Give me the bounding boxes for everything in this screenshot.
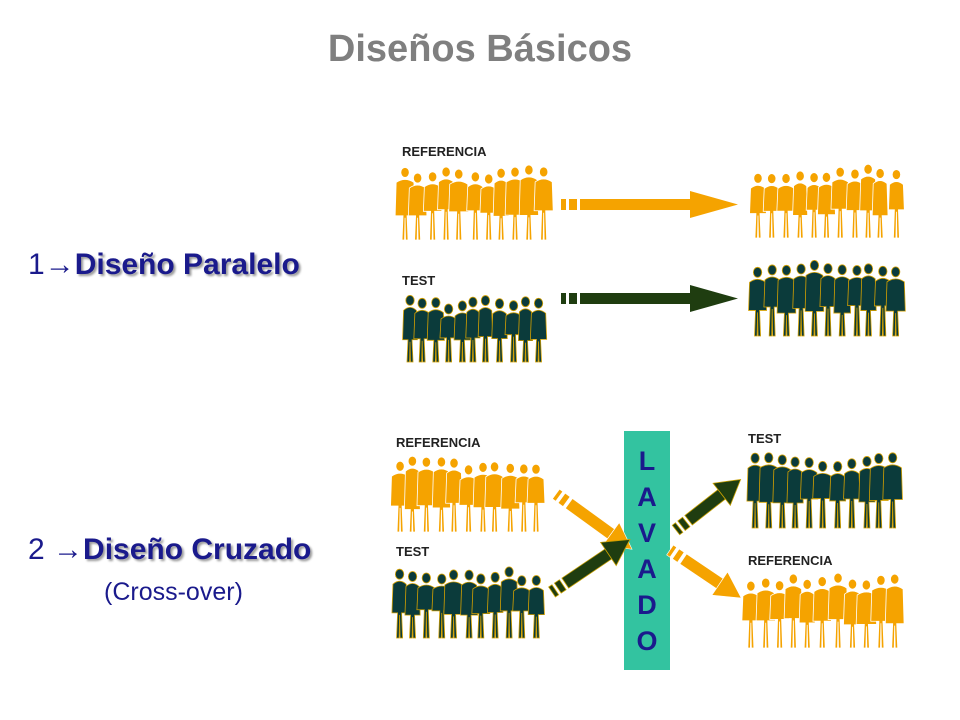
person-silhouette	[416, 572, 437, 639]
person-silhouette	[448, 168, 470, 241]
washout-letter: A	[637, 553, 657, 584]
person-silhouette	[829, 461, 847, 529]
person-silhouette	[477, 295, 494, 363]
person-silhouette	[443, 569, 464, 639]
person-silhouette	[491, 298, 508, 363]
person-silhouette	[776, 173, 796, 239]
parallel-design-name: Diseño Paralelo	[74, 248, 300, 281]
washout-letter: L	[638, 445, 656, 476]
crowd-icon	[748, 259, 906, 337]
washout-letter: O	[636, 625, 658, 656]
person-silhouette	[827, 572, 849, 649]
crossover-right-test-label: TEST	[748, 431, 782, 446]
washout-box: L A V A D O	[624, 431, 670, 670]
person-silhouette	[484, 461, 505, 533]
crossover-design-heading: 2 →Diseño Cruzado	[28, 533, 311, 567]
person-silhouette	[527, 575, 545, 639]
person-silhouette	[843, 458, 861, 529]
person-silhouette	[819, 263, 837, 337]
person-silhouette	[888, 169, 905, 239]
person-silhouette	[763, 264, 781, 337]
person-silhouette	[830, 166, 850, 239]
crowd-icon	[741, 572, 905, 649]
crossover-design-name: Diseño Cruzado	[83, 533, 312, 566]
parallel-test-label: TEST	[402, 273, 436, 288]
person-silhouette	[884, 573, 905, 649]
crossover-right-reference-label: REFERENCIA	[748, 553, 833, 568]
person-silhouette	[517, 296, 534, 363]
person-silhouette	[466, 171, 485, 241]
person-silhouette	[871, 168, 889, 239]
person-silhouette	[445, 457, 463, 533]
person-silhouette	[812, 460, 833, 529]
crossover-number: 2	[28, 533, 45, 566]
person-silhouette	[404, 455, 421, 533]
washout-letter: A	[637, 481, 657, 512]
person-silhouette	[518, 164, 539, 241]
person-silhouette	[404, 571, 421, 639]
person-silhouette	[792, 170, 809, 239]
crowd-icon	[390, 455, 546, 533]
person-silhouette	[426, 297, 445, 363]
person-silhouette	[529, 297, 548, 363]
parallel-number: 1	[28, 248, 45, 281]
arrow-icon	[548, 538, 631, 598]
crowd-icon	[391, 566, 545, 639]
slide-title: Diseños Básicos	[327, 28, 633, 70]
right-arrow-icon: →	[53, 533, 84, 566]
person-silhouette	[817, 171, 836, 239]
person-silhouette	[391, 568, 408, 639]
person-silhouette	[804, 259, 825, 337]
arrow-icon	[671, 479, 742, 536]
crossover-left-test-label: TEST	[396, 544, 430, 559]
person-silhouette	[533, 166, 554, 241]
arrow-icon	[552, 488, 633, 550]
crowd-icon	[394, 164, 554, 241]
arrow-icon	[561, 285, 738, 312]
crossover-subtitle: (Cross-over)	[104, 578, 243, 606]
crossover-left-reference-label: REFERENCIA	[396, 435, 481, 450]
person-silhouette	[885, 266, 906, 337]
right-arrow-icon: →	[44, 248, 75, 281]
person-silhouette	[762, 173, 781, 239]
person-silhouette	[859, 163, 877, 239]
person-silhouette	[882, 452, 903, 529]
parallel-design-heading: 1→Diseño Paralelo	[28, 248, 300, 282]
crowd-icon	[749, 163, 905, 239]
person-silhouette	[526, 463, 546, 533]
crowd-icon	[746, 452, 903, 529]
person-silhouette	[860, 263, 877, 337]
washout-letter: V	[637, 517, 656, 548]
person-silhouette	[783, 573, 803, 649]
washout-letter: D	[637, 589, 657, 620]
crowd-icon	[402, 294, 548, 363]
person-silhouette	[746, 452, 764, 529]
person-silhouette	[786, 456, 804, 529]
person-silhouette	[422, 171, 443, 241]
parallel-reference-label: REFERENCIA	[402, 144, 487, 159]
arrow-icon	[666, 544, 742, 599]
person-silhouette	[402, 294, 418, 363]
person-silhouette	[439, 303, 458, 363]
arrow-icon	[561, 191, 738, 218]
